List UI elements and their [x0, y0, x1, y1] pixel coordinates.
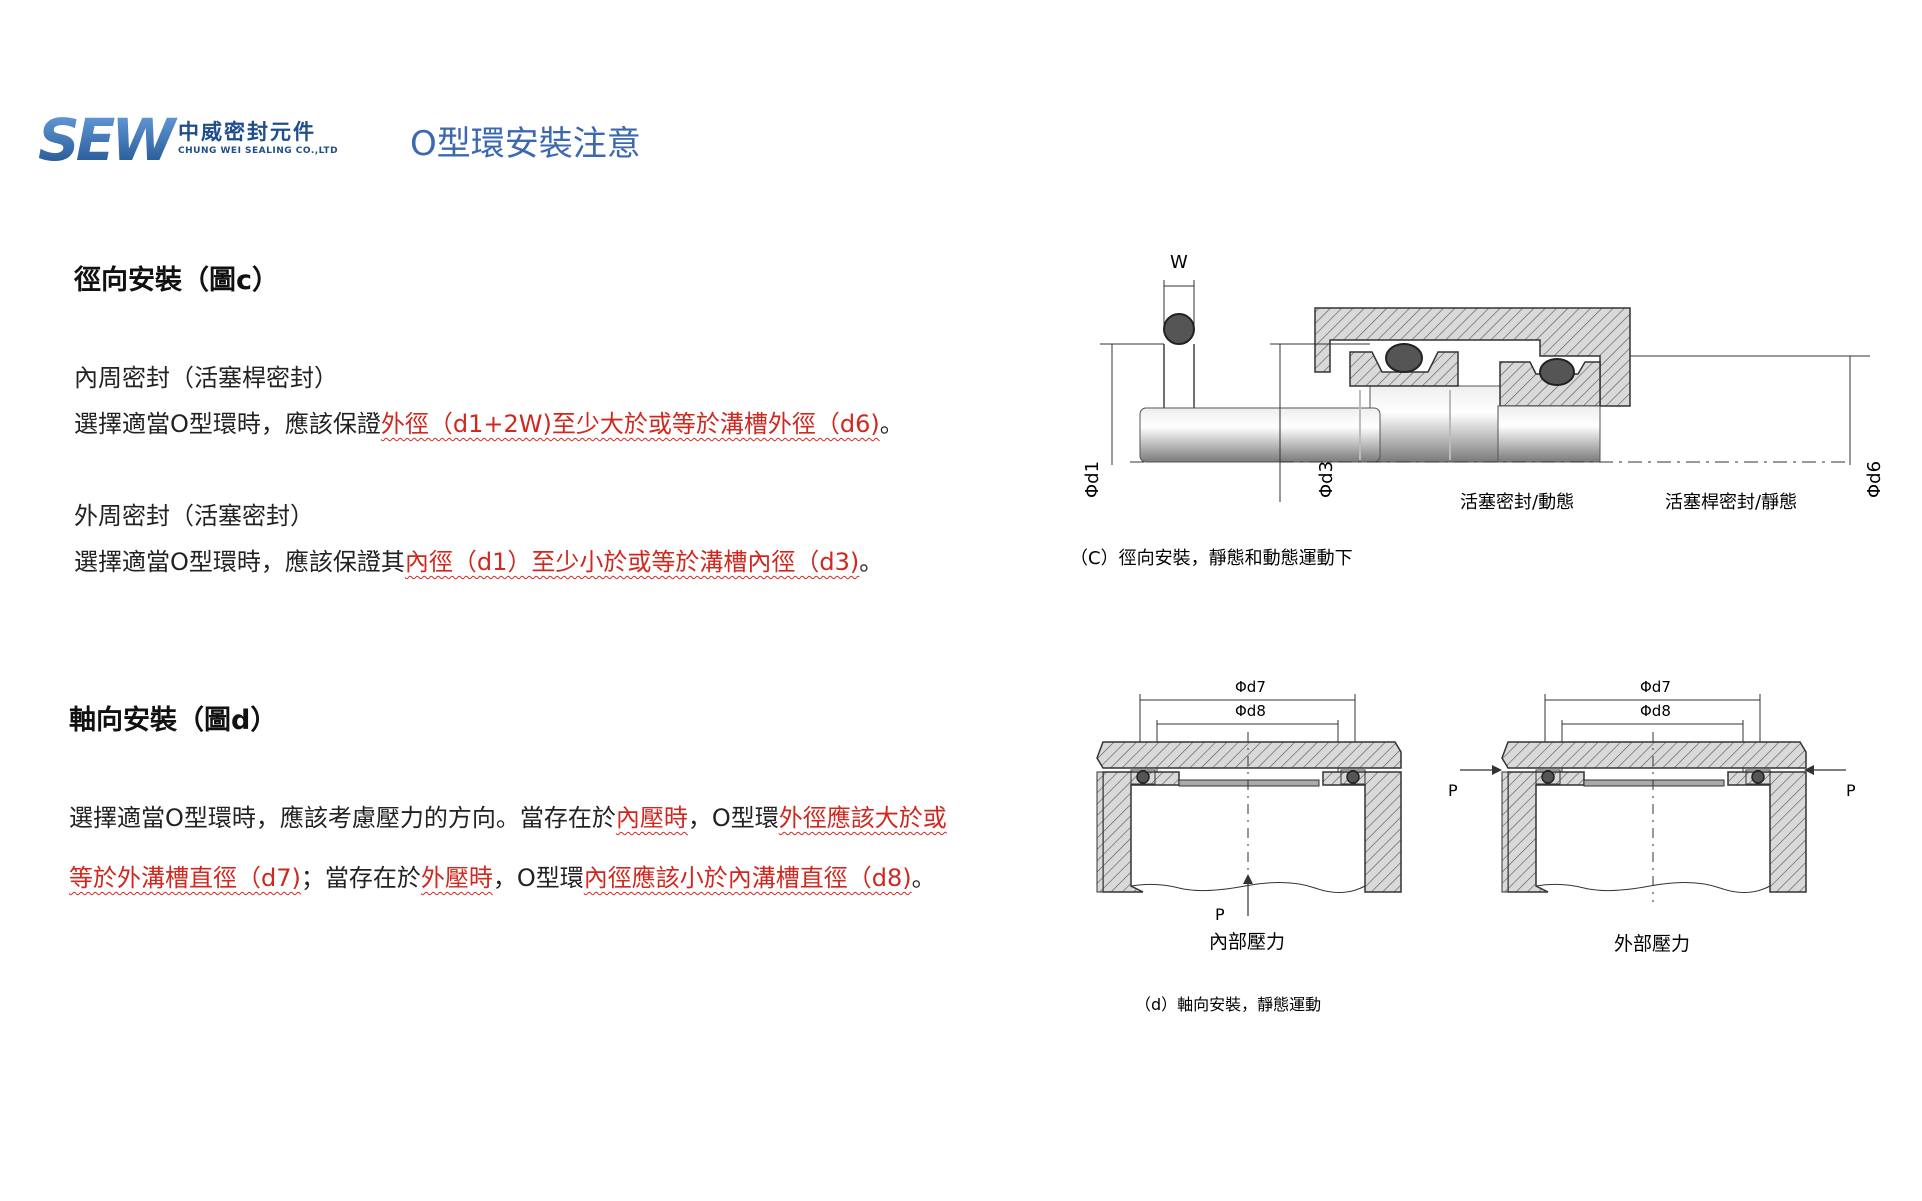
axial-l1-a: 選擇適當O型環時，應該考慮壓力的方向。當存在於 [69, 804, 616, 832]
company-name-cn: 中威密封元件 [178, 120, 316, 144]
outer-seal-title: 外周密封（活塞密封） [74, 502, 314, 530]
radial-heading: 徑向安裝（圖c） [74, 265, 280, 296]
axial-l2-red2: 外壓時 [420, 864, 493, 892]
inner-text-prefix: 選擇適當O型環時，應該保證 [74, 410, 381, 438]
figure-c-caption: （C）徑向安裝，靜態和動態運動下 [1070, 548, 1353, 569]
figure-d-caption: （d）軸向安裝，靜態運動 [1135, 995, 1321, 1014]
figure-d-diagram: Φd7 Φd8 P 內部壓力 Φd7 Φd8 [1096, 678, 1856, 1014]
axial-l1-b: ，O型環 [687, 804, 779, 832]
axial-text-line2: 等於外溝槽直徑（d7)；當存在於外壓時，O型環內徑應該小於內溝槽直徑（d8)。 [69, 858, 936, 893]
axial-l1-red2: 外徑應該大於或 [778, 804, 947, 832]
axial-l2-end: 。 [911, 864, 936, 892]
outer-text-end: 。 [859, 548, 884, 576]
inner-seal-text: 選擇適當O型環時，應該保證外徑（d1+2W)至少大於或等於溝槽外徑（d6)。 [74, 404, 904, 439]
company-logo: SEW [38, 110, 182, 170]
inner-text-end: 。 [879, 410, 904, 438]
d3-label: Φd3 [1316, 461, 1337, 498]
o-ring-cross-section [1163, 313, 1195, 345]
external-pressure-label: 外部壓力 [1614, 933, 1690, 955]
company-name-en: CHUNG WEI SEALING CO.,LTD [178, 146, 339, 156]
w-dimension-label: W [1170, 252, 1188, 273]
d6-label: Φd6 [1864, 461, 1885, 498]
outer-seal-text: 選擇適當O型環時，應該保證其內徑（d1）至少小於或等於溝槽內徑（d3)。 [74, 542, 883, 577]
axial-heading: 軸向安裝（圖d） [69, 705, 278, 736]
gland-body [1497, 405, 1601, 463]
outer-text-highlight: 內徑（d1）至少小於或等於溝槽內徑（d3) [404, 548, 860, 576]
axial-text-line1: 選擇適當O型環時，應該考慮壓力的方向。當存在於內壓時，O型環外徑應該大於或 [69, 798, 947, 833]
external-pressure-flange: Φd7 Φd8 P P 外部壓力 [1448, 678, 1856, 955]
rod-shaft [1139, 407, 1381, 463]
d8-left-label: Φd8 [1235, 702, 1266, 720]
rod-o-ring [1539, 358, 1575, 386]
axial-l2-b: ，O型環 [492, 864, 584, 892]
axial-l2-red3: 內徑應該小於內溝槽直徑（d8) [583, 864, 912, 892]
p-external-right-label: P [1846, 781, 1856, 800]
logo-mark: SEW [38, 110, 178, 170]
rod-seal-label: 活塞桿密封/靜態 [1665, 492, 1797, 513]
axial-l2-red1: 等於外溝槽直徑（d7) [69, 864, 301, 892]
outer-text-prefix: 選擇適當O型環時，應該保證其 [74, 548, 405, 576]
housing-cylinder [1314, 307, 1631, 407]
d7-left-label: Φd7 [1235, 678, 1266, 696]
internal-pressure-flange: Φd7 Φd8 P 內部壓力 [1096, 678, 1402, 953]
axial-l2-a: ；當存在於 [300, 864, 421, 892]
d8-right-label: Φd8 [1640, 702, 1671, 720]
inner-text-highlight: 外徑（d1+2W)至少大於或等於溝槽外徑（d6) [380, 410, 880, 438]
piston-o-ring [1385, 343, 1423, 373]
page-title: O型環安裝注意 [410, 124, 641, 164]
figure-c-diagram: W Φd1 Φd3 Φd6 活塞密封/動態 活塞桿密封/靜態 （C）徑向安裝，靜… [1070, 252, 1885, 569]
axial-l1-red1: 內壓時 [615, 804, 688, 832]
internal-pressure-label: 內部壓力 [1209, 931, 1285, 953]
d1-label: Φd1 [1082, 461, 1103, 498]
p-external-left-label: P [1448, 781, 1458, 800]
d7-right-label: Φd7 [1640, 678, 1671, 696]
piston-head [1349, 351, 1459, 387]
p-internal-label: P [1215, 905, 1225, 924]
piston-seal-label: 活塞密封/動態 [1460, 492, 1574, 513]
inner-seal-title: 內周密封（活塞桿密封） [74, 364, 338, 392]
